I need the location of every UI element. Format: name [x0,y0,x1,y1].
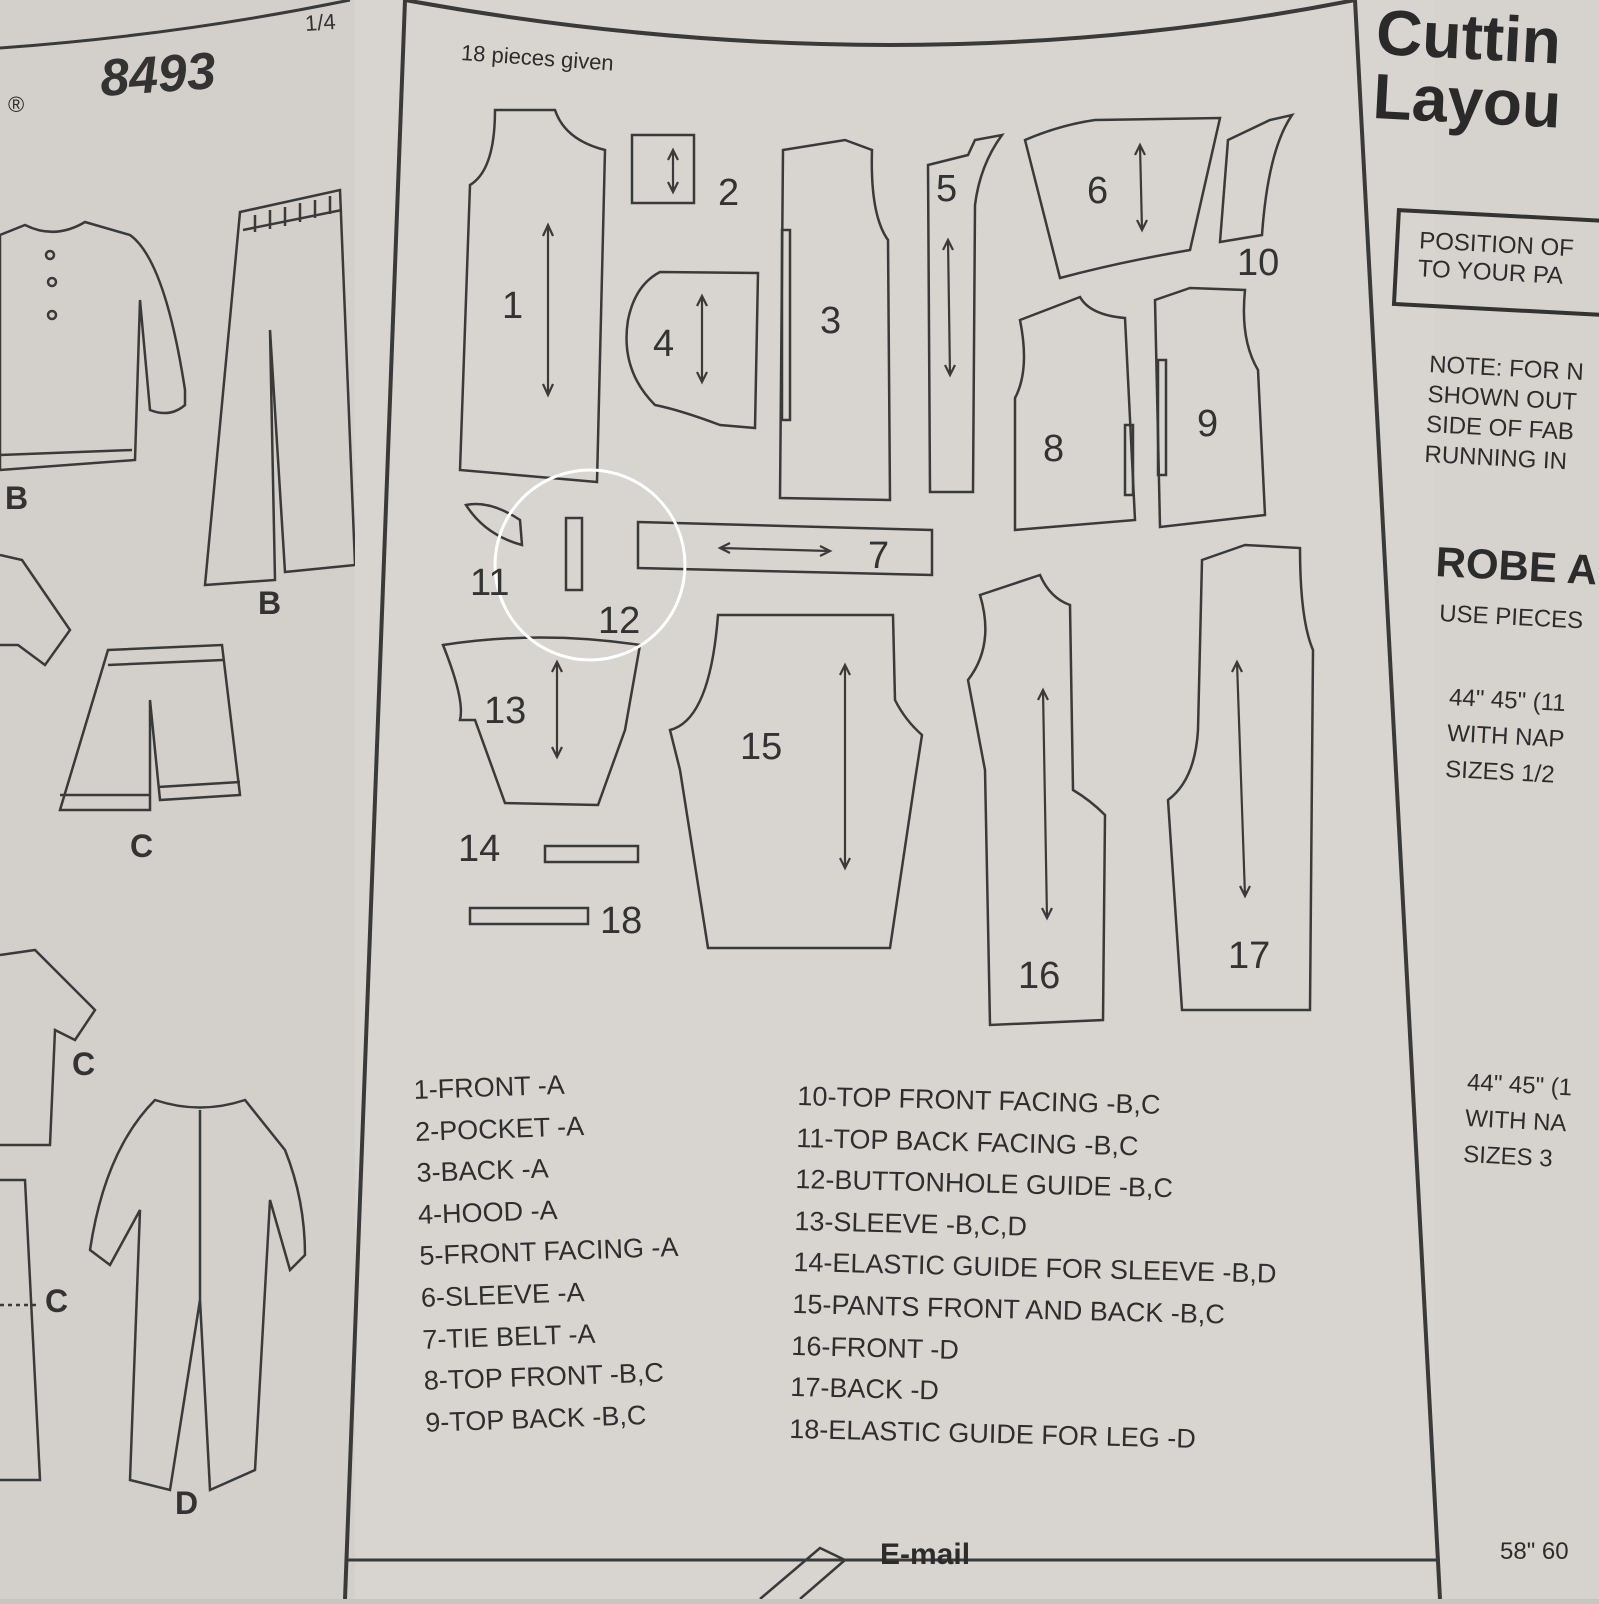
bottom-measure: 58" 60 [1500,1538,1569,1565]
piece-15-pants [668,613,924,950]
piece-label-5: 5 [936,168,958,210]
garment-sketches [0,0,357,1492]
fabric-block-1: 44" 45" (11 WITH NAP SIZES 1/2 [1444,680,1567,794]
view-label-c1: C [130,828,154,864]
piece-label-9: 9 [1197,403,1219,445]
piece-12-buttonhole-guide [564,516,584,592]
fabric-line: 44" 45" (11 [1448,683,1567,718]
highlight-circle [493,468,687,662]
pants-c-sketch [0,1178,42,1482]
piece-11-top-back-facing [463,502,524,547]
view-label-d: D [175,1485,199,1521]
piece-13-sleeve [441,636,642,807]
piece-label-14: 14 [458,828,501,870]
piece-label-7: 7 [868,535,890,577]
piece-17-back-d [1166,543,1315,1012]
piece-6-sleeve [1023,116,1222,280]
piece-label-4: 4 [653,323,675,365]
piece-label-13: 13 [484,690,527,732]
view-label-b1: B [5,480,29,516]
piece-4-hood [625,270,760,430]
piece-label-10: 10 [1237,242,1280,284]
piece-label-18: 18 [600,900,643,942]
registered-mark: ® [8,92,25,117]
section-title: ROBE A [1434,538,1599,594]
piece-label-3: 3 [820,300,842,342]
fabric-line: SIZES 1/2 [1444,755,1556,789]
piece-label-1: 1 [502,285,524,327]
piece-label-6: 6 [1087,170,1109,212]
piece-label-2: 2 [718,172,740,214]
layout-note: NOTE: FOR N SHOWN OUT SIDE OF FAB RUNNIN… [1424,350,1585,478]
view-label-b2: B [258,585,282,621]
piece-9-top-back [1153,286,1267,529]
fabric-line: WITH NAP [1446,719,1566,754]
piece-10-top-front-facing [1218,113,1295,244]
fabric-line: 44" 45" (1 [1466,1068,1573,1102]
fabric-line: WITH NA [1464,1104,1568,1138]
fabric-block-2: 44" 45" (1 WITH NA SIZES 3 [1462,1065,1573,1178]
title-line-2: Layou [1371,59,1564,142]
piece-legend-left: 1-FRONT -A 2-POCKET -A 3-BACK -A 4-HOOD … [413,1061,685,1444]
piece-label-16: 16 [1018,955,1061,997]
tee-c-sketch [0,948,97,1147]
piece-16-front-d [966,573,1107,1027]
piece-label-11: 11 [470,562,510,604]
piece-3-back [778,138,892,502]
piece-label-17: 17 [1228,935,1271,977]
shirt-c-sketch [0,553,72,667]
jacket-b-sketch [0,220,187,472]
piece-18-elastic-guide-leg [468,906,590,926]
shorts-c-sketch [58,643,242,812]
email-icon [759,1546,848,1599]
piece-5-front-facing [926,133,1005,494]
piece-2-pocket [630,133,696,205]
piece-label-15: 15 [740,726,783,768]
piece-7-tie-belt [636,520,934,577]
piece-legend-right: 10-TOP FRONT FACING -B,C 11-TOP BACK FAC… [789,1076,1281,1462]
pattern-pieces-panel [355,0,1435,1599]
cutting-layout-title: Cuttin Layou [1371,0,1566,142]
pants-b-sketch [203,188,357,587]
view-label-c2: C [72,1046,96,1082]
position-notice-box: POSITION OF TO YOUR PA [1391,208,1599,319]
piece-1-front [458,108,607,484]
piece-label-8: 8 [1043,428,1065,470]
fabric-line: SIZES 3 [1462,1140,1554,1173]
view-label-c3: C [45,1283,69,1319]
piece-14-elastic-guide-sleeve [543,844,640,864]
piece-label-12: 12 [598,600,641,642]
piece-8-top-front [1013,295,1137,532]
email-label: E-mail [880,1538,971,1571]
jumpsuit-d-sketch [88,1098,307,1492]
garment-views-panel: ® 8493 1/4 [0,0,395,1599]
